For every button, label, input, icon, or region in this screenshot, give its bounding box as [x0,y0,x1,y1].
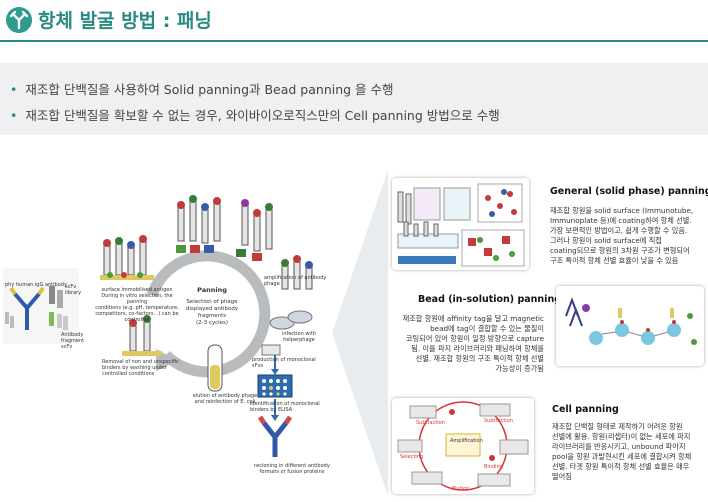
cell-panning-desc: 재조합 단백질 형태로 제작하기 어려운 항원 선별에 활용. 항원(리셉터)이… [552,422,692,481]
cell-step-label: Subtraction [416,420,445,426]
bullet-item: •재조합 단백질을 사용하여 Solid panning과 Bead panni… [10,82,394,97]
cycle-step-label: elution of antibody phage and reinfectio… [192,393,258,405]
cycle-center-text: Selection of phage displayed antibody fr… [185,299,239,326]
cycle-step-label: identification of monoclonal binders by … [250,401,320,413]
cell-step-label: Amplification [450,438,483,444]
bead-panning-title: Bead (in-solution) panning [418,294,562,305]
solid-panning-title: General (solid phase) panning [550,186,708,197]
cell-panning-title: Cell panning [552,404,619,415]
solid-panning-diagram [392,178,529,270]
cell-step-label: Selecting [400,454,424,460]
antibody-logo-icon [6,7,32,33]
bullet-text: 재조합 단백질을 확보할 수 없는 경우, 와이바이오로직스만의 Cell pa… [25,108,500,123]
page-header: 항체 발굴 방법 : 패닝 [0,0,708,42]
solid-panning-desc: 재조합 항원을 solid surface (Immunotube, Immun… [550,206,694,265]
cycle-step-label: recloning in different antibody formats … [254,463,330,475]
library-label: scFv library [65,284,82,296]
bullet-text: 재조합 단백질을 사용하여 Solid panning과 Bead pannin… [25,82,394,97]
cycle-step-label: Removal of non and unspecific binders by… [102,359,179,377]
cycle-step-label: amplification of antibody phage [264,275,327,287]
cycle-step-label: infection with helperphage [282,331,316,343]
antibody-library-illustration: phy human igG antibody scFv library Anti… [3,268,84,350]
header-divider [0,40,708,42]
bead-panning-desc: 재조합 항원에 affinity tag을 달고 magnetic bead에 … [402,314,544,373]
bullet-item: •재조합 단백질을 확보할 수 없는 경우, 와이바이오로직스만의 Cell p… [10,108,500,123]
connector-arrow [330,168,390,498]
library-label: Antibody fragment scFv [61,332,85,350]
cycle-step-label: production of monoclonal sFvs [252,357,316,369]
summary-box: •재조합 단백질을 사용하여 Solid panning과 Bead panni… [0,63,708,135]
cell-step-label: Binding [484,464,503,470]
cycle-step-label: surface immobilised antigen During in vi… [95,287,179,323]
page-title: 항체 발굴 방법 : 패닝 [38,10,212,32]
bead-panning-diagram [556,286,704,366]
cell-step-label: Subtraction [484,418,513,424]
cell-panning-diagram: Subtraction Subtraction Binding Selectin… [392,398,534,494]
cell-step-label: Elution [452,486,470,492]
library-label: phy human igG antibody [5,282,67,288]
panning-cycle-diagram: Panning Selection of phage displayed ant… [86,195,336,498]
cycle-center-title: Panning [197,286,227,294]
